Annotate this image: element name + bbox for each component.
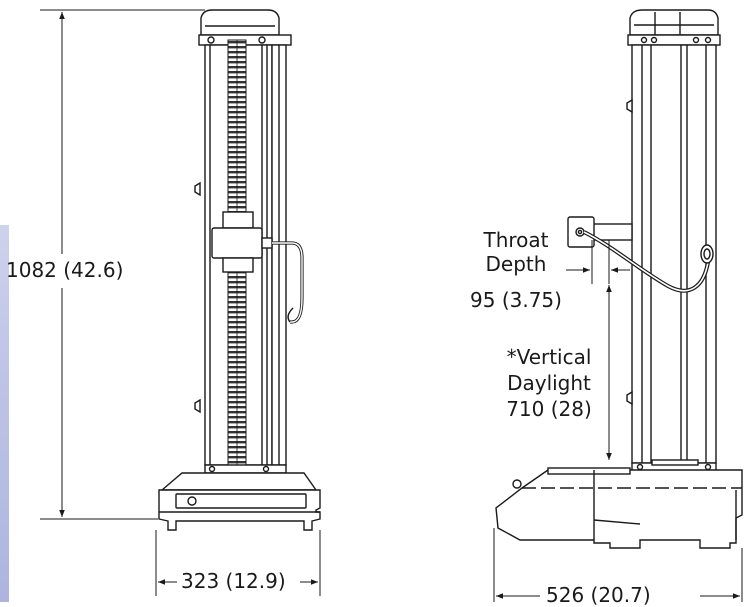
vertical-daylight-dimension-label: 710 (28) (506, 397, 592, 421)
throat-depth-dimension-label: 95 (3.75) (470, 288, 562, 312)
vertical-daylight-label-line-2: Daylight (507, 371, 591, 395)
vertical-daylight-label: *Vertical Daylight 710 (28) (494, 344, 604, 422)
front-height-dimension (40, 9, 205, 520)
vertical-daylight-label-line-1: *Vertical (506, 345, 592, 369)
side-width-dimension (493, 528, 743, 602)
front-width-dimension (155, 530, 321, 596)
front-height-dimension-label: 1082 (42.6) (6, 258, 124, 282)
left-edge-gradient-strip (0, 225, 9, 602)
throat-depth-label-line-1: Throat (483, 228, 549, 252)
front-width-dimension-label: 323 (12.9) (181, 569, 286, 593)
front-view-machine (158, 9, 321, 531)
side-width-dimension-label: 526 (20.7) (546, 583, 651, 607)
throat-depth-dimension (566, 240, 630, 284)
throat-depth-label-line-2: Depth (485, 252, 547, 276)
side-view-machine (495, 9, 743, 549)
throat-depth-label: Throat Depth (466, 228, 566, 276)
